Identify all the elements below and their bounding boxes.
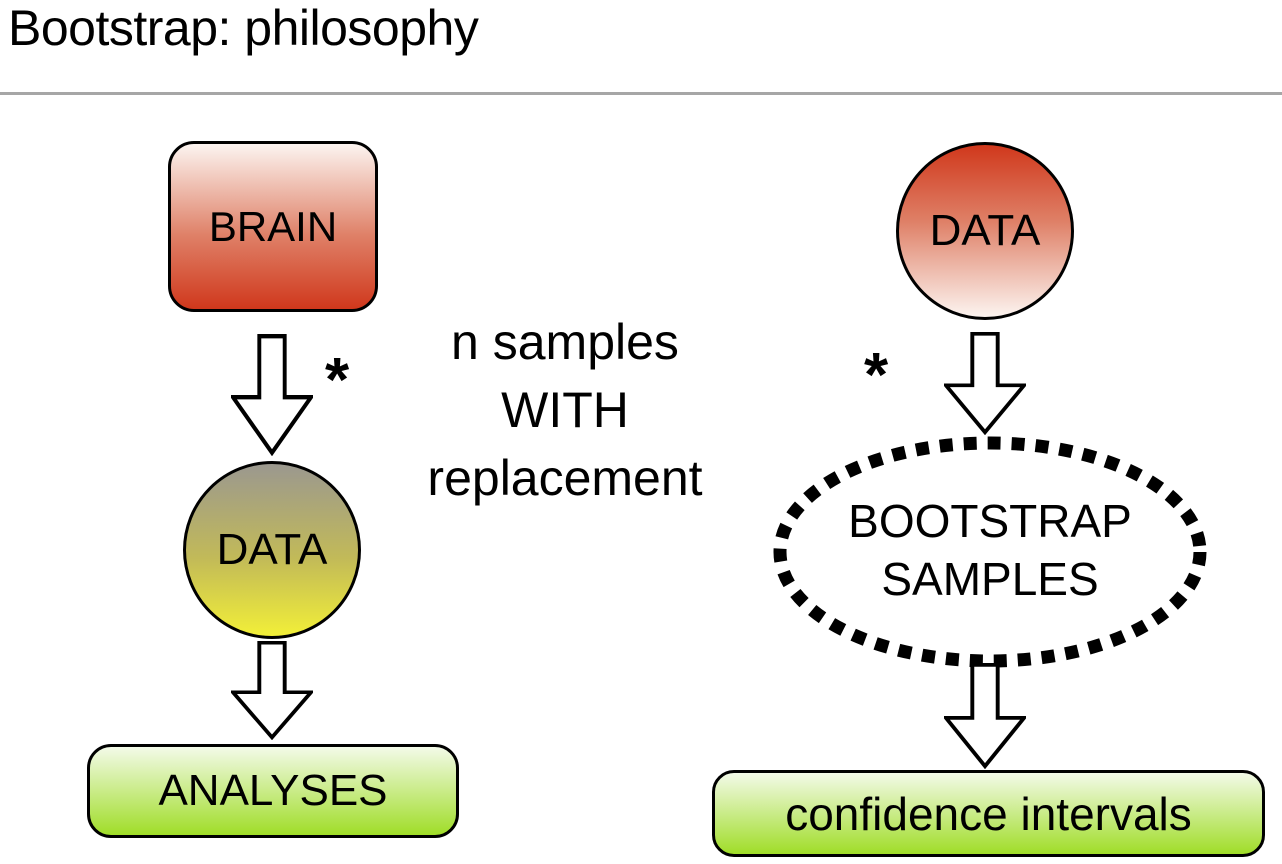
data-label-right: DATA	[929, 206, 1041, 255]
asterisk-left: *	[325, 346, 350, 415]
asterisk-right: *	[864, 341, 889, 410]
down-arrow-icon	[231, 641, 313, 740]
bootstrap-samples-node: BOOTSTRAP SAMPLES	[765, 492, 1215, 608]
slide-title: Bootstrap: philosophy	[8, 0, 479, 56]
data-node-left: DATA	[183, 461, 361, 639]
down-arrow-icon	[944, 332, 1026, 435]
bootstrap-samples-ellipse	[773, 436, 1207, 668]
data-node-right: DATA	[896, 142, 1074, 320]
note-line-1: n samples	[451, 314, 679, 370]
analyses-node: ANALYSES	[87, 744, 459, 838]
bootstrap-line-1: BOOTSTRAP	[848, 495, 1132, 547]
down-arrow-icon	[231, 334, 313, 456]
confidence-intervals-node: confidence intervals	[712, 770, 1265, 857]
note-n-samples: n samples WITH replacement	[395, 308, 735, 512]
brain-node: BRAIN	[168, 141, 378, 312]
confidence-intervals-label: confidence intervals	[785, 787, 1192, 840]
divider-line	[0, 92, 1282, 95]
bootstrap-line-2: SAMPLES	[881, 553, 1099, 605]
down-arrow-icon	[944, 663, 1026, 769]
note-line-2: WITH	[501, 382, 629, 438]
brain-label: BRAIN	[208, 202, 338, 250]
note-line-3: replacement	[427, 450, 703, 506]
data-label-left: DATA	[216, 525, 328, 574]
analyses-label: ANALYSES	[158, 766, 388, 815]
